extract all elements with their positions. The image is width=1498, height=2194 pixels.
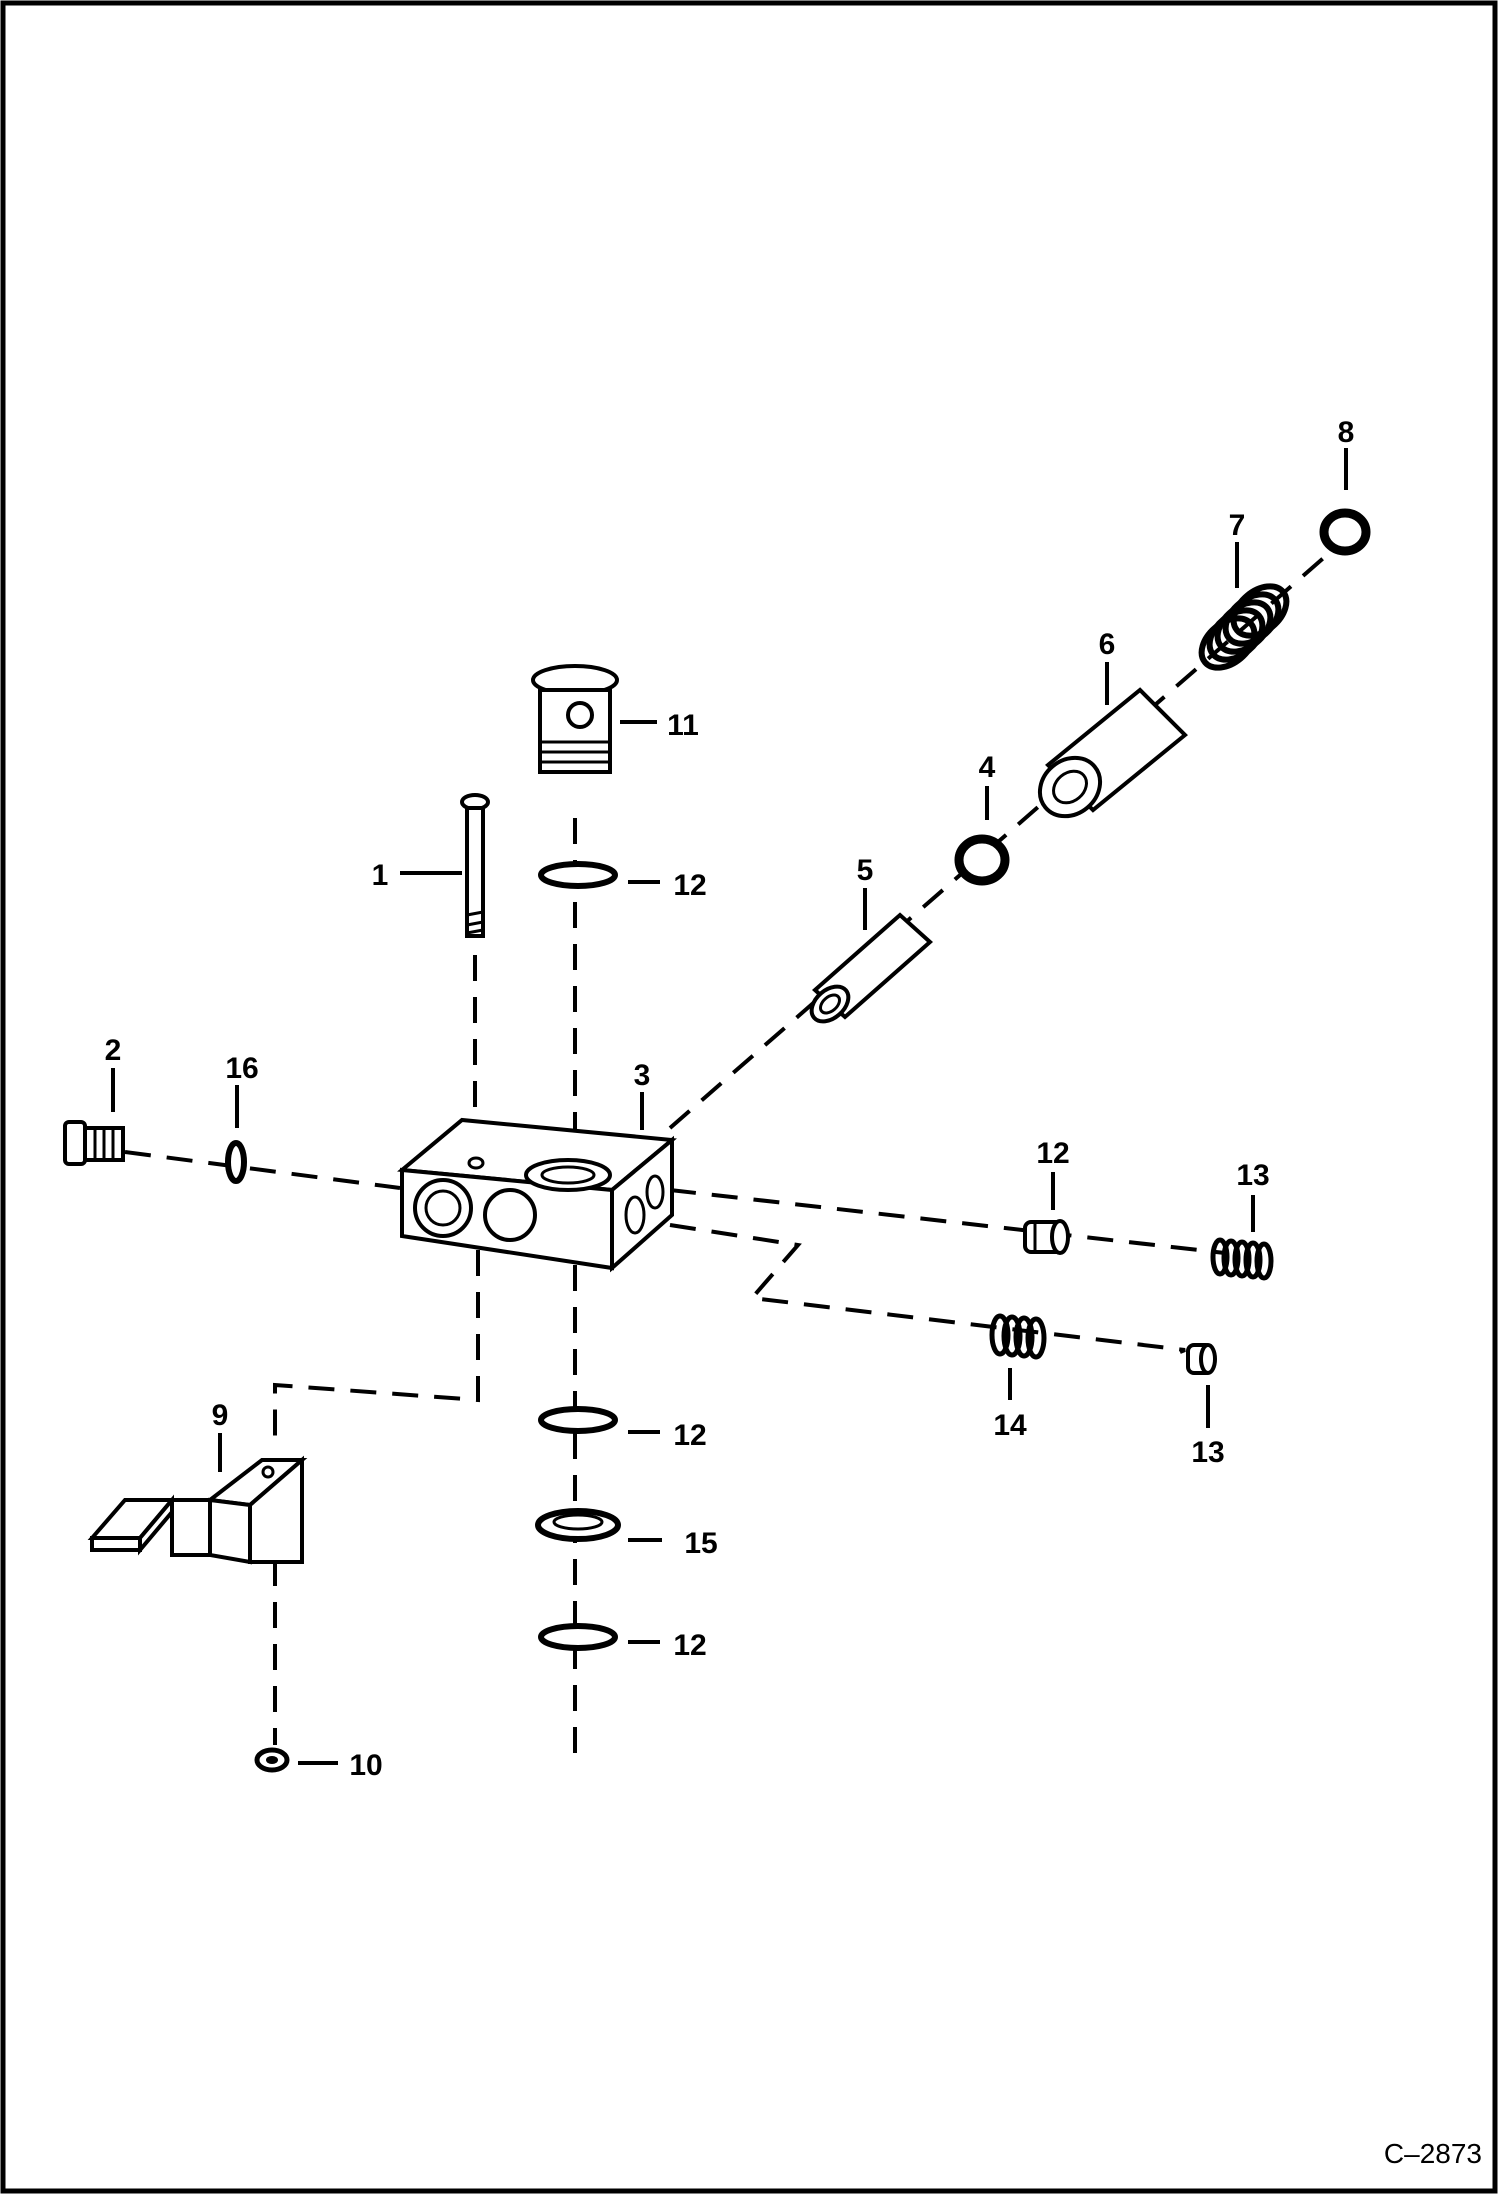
- long-bolt-part: [460, 793, 490, 938]
- spring-7-coil-5: [1230, 583, 1290, 639]
- assembly-line-diagonal: [668, 546, 1337, 1130]
- spring-14-coil-5: [1254, 1241, 1274, 1281]
- callout-6: 6: [1099, 628, 1116, 661]
- valve-block-side-port-1: [624, 1195, 646, 1235]
- spring-15-coil-1: [989, 1313, 1011, 1357]
- spring-14-coil-3: [1232, 1239, 1252, 1279]
- callout-2: 2: [105, 1034, 122, 1067]
- long-bolt-shank: [465, 806, 485, 938]
- spring-15-coil-3: [1013, 1315, 1035, 1359]
- spring-14-part: [1210, 1237, 1274, 1281]
- spring-15-coil-4: [1025, 1316, 1047, 1360]
- banjo-fitting-hole: [566, 701, 594, 729]
- assembly-line-left: [124, 1150, 401, 1190]
- bracket-left-tab-edge: [90, 1536, 142, 1552]
- cap-13-lower-part: [1186, 1343, 1217, 1375]
- figure-code: C–2873: [1384, 2138, 1482, 2169]
- spring-15-part: [989, 1313, 1047, 1360]
- callout-8: 8: [1338, 416, 1355, 449]
- valve-block-part: [397, 1117, 677, 1273]
- callout-10: 10: [349, 1749, 382, 1782]
- plug-part: [63, 1120, 125, 1166]
- valve-block-port-left-inner: [424, 1189, 462, 1227]
- nut-part: [254, 1747, 290, 1773]
- callout-12-bottom: 12: [673, 1629, 706, 1662]
- cap-13-upper-part: [1023, 1219, 1070, 1255]
- valve-block-port-center: [483, 1188, 537, 1242]
- callout-11: 11: [667, 709, 699, 742]
- callout-13-lower: 13: [1191, 1436, 1224, 1469]
- bracket-part: [87, 1455, 308, 1565]
- callout-17: 16: [225, 1052, 258, 1085]
- spring-7-part: [1198, 583, 1290, 671]
- valve-block-side-port-2: [645, 1174, 665, 1210]
- leader-lines: [111, 448, 1348, 1765]
- washer-inner: [552, 1513, 604, 1531]
- callout-3: 3: [634, 1059, 651, 1092]
- callout-12-mid: 12: [673, 1419, 706, 1452]
- ring-8: [1319, 508, 1371, 556]
- long-bolt-thread-2: [466, 920, 484, 927]
- callout-7: 7: [1229, 509, 1246, 542]
- spring-14-coil-4: [1243, 1240, 1263, 1280]
- callout-13-upper: 12: [1036, 1137, 1069, 1170]
- callout-1: 1: [372, 859, 389, 892]
- spring-14-coil-1: [1210, 1237, 1230, 1277]
- seal-ring-12-bottom: [538, 1623, 618, 1651]
- tube-bore: [819, 993, 841, 1015]
- callout-12-top: 12: [673, 869, 706, 902]
- cap-13-upper-face: [1050, 1219, 1070, 1255]
- washer-part: [535, 1508, 621, 1542]
- callout-14: 13: [1236, 1159, 1269, 1192]
- assembly-line-right-upper: [669, 1188, 1226, 1255]
- callout-labels: 1 2 3 4 5 6 7 8 9 10 11 12 12 12 12 13 1…: [105, 416, 1355, 1782]
- callout-4: 4: [979, 751, 996, 784]
- sleeve-bore: [1052, 769, 1088, 805]
- long-bolt-thread-1: [466, 910, 484, 917]
- tube-part: [809, 912, 934, 1024]
- cap-13-lower-face: [1199, 1343, 1217, 1375]
- spring-15-coil-2: [1001, 1314, 1023, 1358]
- seal-ring-12-top: [538, 861, 618, 889]
- banjo-fitting-part: [531, 664, 619, 774]
- o-ring-17: [225, 1140, 247, 1184]
- valve-block-top-port-inner: [540, 1165, 596, 1185]
- assembly-line-bracket: [273, 1250, 480, 1450]
- plug-head: [63, 1120, 87, 1166]
- nut-bore: [266, 1756, 278, 1764]
- bracket-mid-face: [208, 1497, 252, 1565]
- callout-15: 14: [993, 1409, 1027, 1442]
- spring-14-coil-2: [1221, 1238, 1241, 1278]
- callout-9: 9: [212, 1399, 229, 1432]
- assembly-line-right-lower: [669, 1223, 1186, 1354]
- sleeve-part: [1037, 687, 1188, 819]
- callout-5: 5: [857, 854, 874, 887]
- bracket-hole: [261, 1465, 275, 1479]
- seal-ring-12-mid: [538, 1406, 618, 1434]
- ring-4: [954, 834, 1010, 886]
- long-bolt-thread-3: [466, 928, 484, 935]
- bracket-riser: [170, 1498, 212, 1557]
- callout-16: 15: [684, 1527, 717, 1560]
- valve-block-bolt-hole: [467, 1156, 485, 1170]
